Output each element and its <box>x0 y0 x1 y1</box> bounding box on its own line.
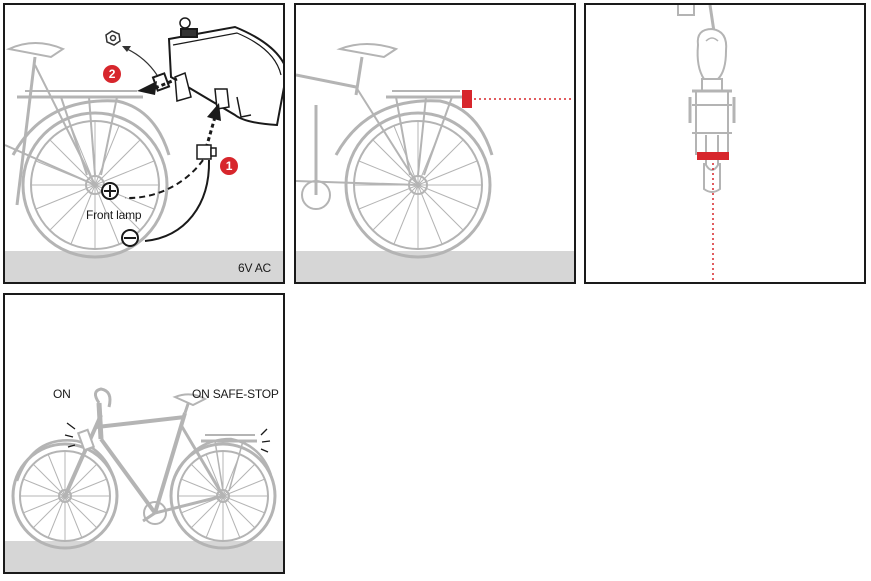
panel-side-position <box>294 3 576 284</box>
rear-view-illustration <box>677 5 736 282</box>
front-lamp-label: Front lamp <box>86 208 142 222</box>
step-2-number: 2 <box>108 67 116 81</box>
front-light-on-label: ON <box>53 387 71 401</box>
voltage-label: 6V AC <box>237 261 271 275</box>
rear-wheel-rack-illustration <box>5 17 283 259</box>
rear-light-safe-stop-label: ON SAFE-STOP <box>192 387 279 401</box>
ground-strip <box>5 251 283 282</box>
front-light-rays <box>64 422 76 448</box>
panel-lights-on: ON ON SAFE-STOP <box>3 293 285 574</box>
panel-wiring-step: 2 1 Front lamp 6V AC <box>3 3 285 284</box>
full-bike-illustration <box>11 387 277 550</box>
step-1-badge <box>220 157 238 175</box>
rear-light-rays <box>260 428 271 453</box>
step-2-badge <box>103 65 121 83</box>
side-view-illustration <box>296 43 574 259</box>
panel-rear-alignment <box>584 3 866 284</box>
step-1-number: 1 <box>225 159 233 173</box>
rear-lamp-marker <box>697 152 729 160</box>
rear-lamp-marker <box>462 90 472 108</box>
